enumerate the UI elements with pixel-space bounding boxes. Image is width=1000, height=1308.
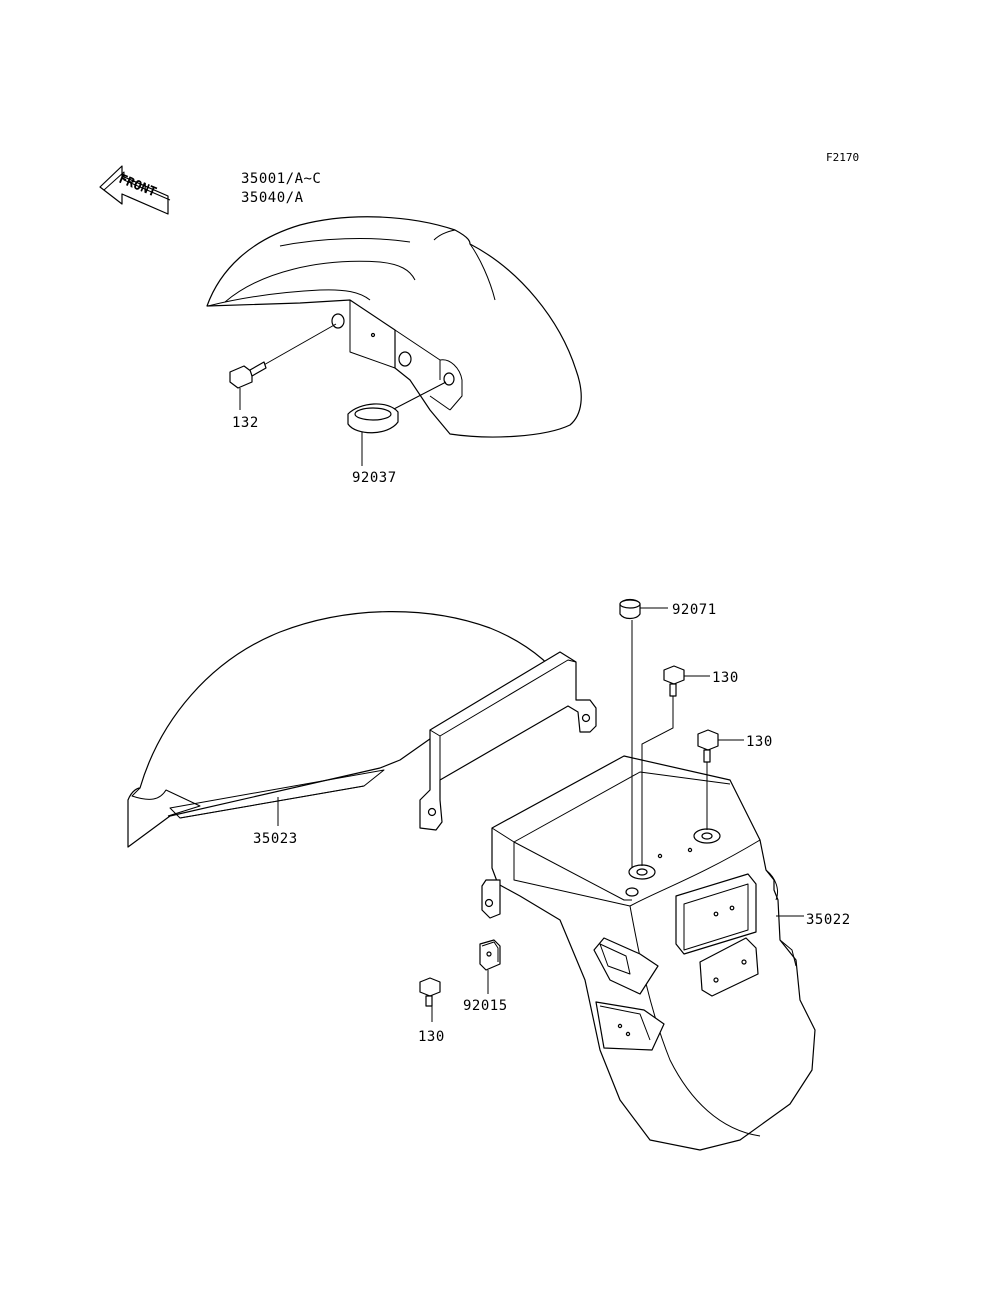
bolt-130-upper <box>641 665 710 866</box>
front-fender-label-1: 35001/A~C <box>241 171 321 187</box>
callout-92015: 92015 <box>463 998 508 1014</box>
figure-code: F2170 <box>826 151 859 164</box>
bolt-130-lower <box>419 977 441 1022</box>
callout-92037: 92037 <box>352 470 397 486</box>
nut-92015 <box>479 939 501 994</box>
callout-130-upper: 130 <box>712 670 739 686</box>
rear-fender-35022 <box>481 755 816 1151</box>
cap-92071 <box>619 598 668 868</box>
bolt-130-mid <box>697 729 744 830</box>
front-fender-label-2: 35040/A <box>241 190 304 206</box>
grommet-92037 <box>347 381 447 466</box>
callout-92071: 92071 <box>672 602 717 618</box>
callout-130-lower: 130 <box>418 1029 445 1045</box>
rear-inner-fender-35023 <box>127 611 597 848</box>
bolt-132 <box>229 323 337 410</box>
callout-132: 132 <box>232 415 259 431</box>
front-arrow-icon: FRONT <box>99 165 171 215</box>
callout-35023: 35023 <box>253 831 298 847</box>
callout-35022: 35022 <box>806 912 851 928</box>
front-fender <box>206 216 582 438</box>
callout-130-mid: 130 <box>746 734 773 750</box>
